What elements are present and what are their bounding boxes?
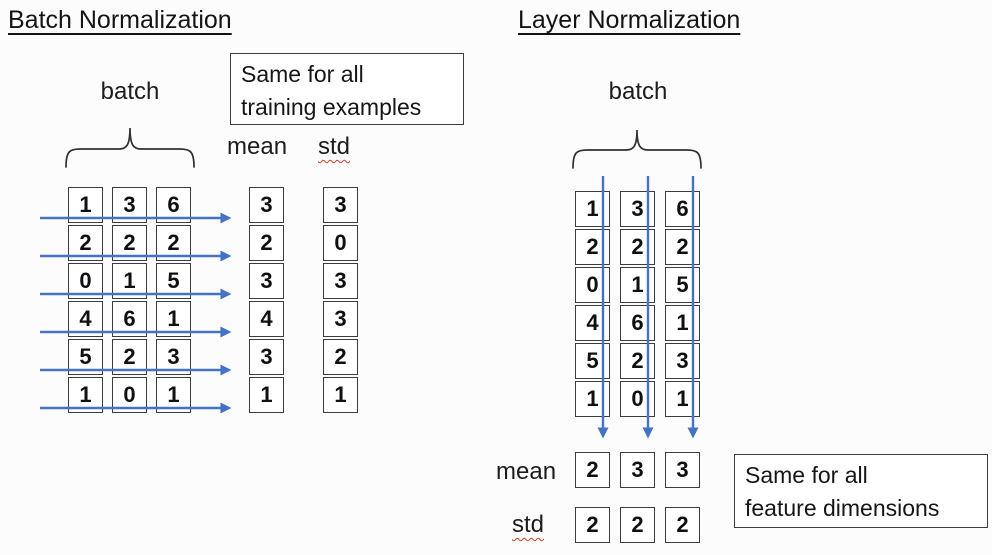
bn-grid-cell: 0: [112, 377, 147, 413]
ln-mean-cell: 3: [620, 452, 655, 488]
bn-grid-cell: 5: [156, 263, 191, 299]
ln-grid-cell: 1: [665, 305, 700, 341]
bn-std-label: std: [318, 133, 351, 160]
ln-note-line2: feature dimensions: [745, 494, 940, 521]
ln-grid-cell: 1: [665, 381, 700, 417]
bn-grid-cell: 6: [156, 187, 191, 223]
bn-mean-cell: 4: [249, 301, 284, 337]
bn-grid-cell: 6: [112, 301, 147, 337]
bn-std-cell: 1: [323, 377, 358, 413]
ln-grid-cell: 6: [665, 191, 700, 227]
ln-grid-cell: 6: [620, 305, 655, 341]
bn-grid-cell: 2: [112, 339, 147, 375]
bn-mean-label: mean: [227, 133, 288, 160]
bn-note-box: Same for all training examples: [230, 53, 464, 125]
bn-grid-cell: 2: [112, 225, 147, 261]
ln-grid-cell: 1: [620, 267, 655, 303]
bn-std-cell: 0: [323, 225, 358, 261]
bn-grid-cell: 1: [68, 187, 103, 223]
ln-note-line1: Same for all: [745, 462, 868, 488]
bn-grid-cell: 3: [112, 187, 147, 223]
bn-grid-cell: 1: [156, 377, 191, 413]
ln-mean-cell: 3: [665, 452, 700, 488]
bn-grid-cell: 1: [156, 301, 191, 337]
bn-grid-cell: 4: [68, 301, 103, 337]
ln-grid-cell: 1: [575, 381, 610, 417]
ln-grid-cell: 2: [620, 343, 655, 379]
bn-std-cell: 3: [323, 187, 358, 223]
ln-grid-cell: 2: [575, 229, 610, 265]
bn-mean-cell: 2: [249, 225, 284, 261]
ln-grid-cell: 5: [575, 343, 610, 379]
ln-std-cell: 2: [665, 507, 700, 543]
bn-std-cell: 3: [323, 301, 358, 337]
bn-mean-cell: 1: [249, 377, 284, 413]
ln-batch-brace: [572, 129, 702, 169]
bn-grid-cell: 1: [112, 263, 147, 299]
ln-grid-cell: 0: [575, 267, 610, 303]
ln-note-box: Same for all feature dimensions: [734, 454, 988, 528]
bn-batch-brace: [65, 127, 195, 168]
bn-mean-cell: 3: [249, 263, 284, 299]
ln-grid-cell: 0: [620, 381, 655, 417]
bn-mean-cell: 3: [249, 339, 284, 375]
ln-mean-cell: 2: [575, 452, 610, 488]
bn-grid-cell: 1: [68, 377, 103, 413]
ln-mean-label: mean: [496, 458, 557, 485]
bn-grid-cell: 5: [68, 339, 103, 375]
bn-grid-cell: 3: [156, 339, 191, 375]
bn-std-cell: 3: [323, 263, 358, 299]
bn-std-cell: 2: [323, 339, 358, 375]
bn-grid-cell: 2: [68, 225, 103, 261]
layer-norm-title: Layer Normalization: [518, 6, 741, 34]
ln-grid-cell: 3: [665, 343, 700, 379]
bn-note-line2: training examples: [241, 93, 422, 120]
bn-batch-label: batch: [100, 78, 160, 105]
ln-std-cell: 2: [575, 507, 610, 543]
bn-grid-cell: 0: [68, 263, 103, 299]
bn-mean-cell: 3: [249, 187, 284, 223]
ln-grid-cell: 4: [575, 305, 610, 341]
bn-note-line1: Same for all: [241, 61, 364, 87]
ln-std-cell: 2: [620, 507, 655, 543]
ln-std-label: std: [512, 511, 545, 538]
batch-norm-title: Batch Normalization: [8, 6, 232, 34]
ln-grid-cell: 1: [575, 191, 610, 227]
ln-grid-cell: 5: [665, 267, 700, 303]
ln-grid-cell: 3: [620, 191, 655, 227]
ln-grid-cell: 2: [665, 229, 700, 265]
ln-batch-label: batch: [608, 78, 668, 105]
bn-grid-cell: 2: [156, 225, 191, 261]
ln-grid-cell: 2: [620, 229, 655, 265]
